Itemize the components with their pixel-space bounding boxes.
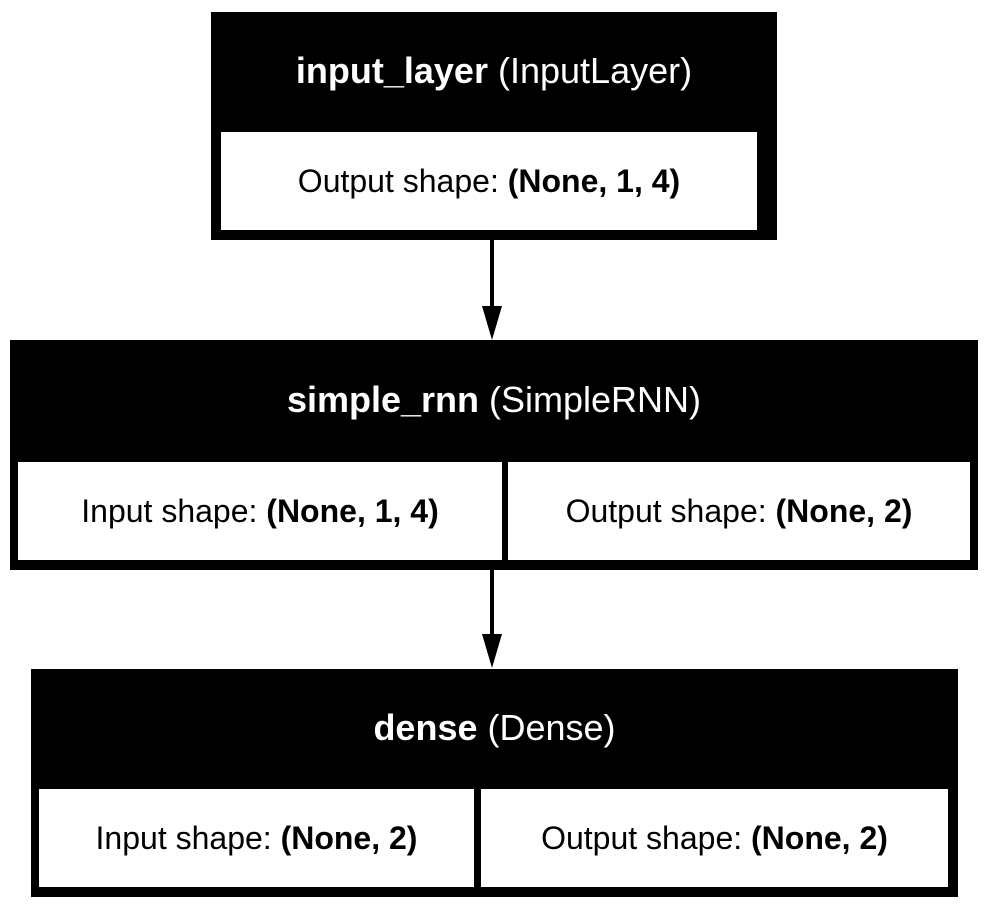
node-simple-rnn: simple_rnn (SimpleRNN) Input shape: (Non… (10, 340, 978, 570)
output-shape-cell: Output shape: (None, 2) (508, 462, 970, 560)
layer-name: input_layer (295, 50, 488, 91)
output-shape-label: Output shape: (565, 492, 767, 529)
input-shape-value: (None, 1, 4) (266, 492, 439, 529)
input-shape-label: Input shape: (81, 492, 258, 529)
output-shape-cell: Output shape: (None, 2) (481, 789, 948, 887)
output-shape-cell: Output shape: (None, 1, 4) (221, 132, 757, 230)
output-shape-label: Output shape: (541, 819, 743, 856)
input-shape-cell: Input shape: (None, 2) (39, 789, 474, 887)
edge-line (490, 240, 494, 310)
input-shape-cell: Input shape: (None, 1, 4) (18, 462, 502, 560)
layer-class: (Dense) (487, 707, 616, 748)
node-header: input_layer (InputLayer) (211, 12, 777, 130)
output-shape-value: (None, 1, 4) (507, 162, 681, 199)
node-header: simple_rnn (SimpleRNN) (10, 340, 978, 460)
arrow-head-icon (482, 634, 502, 668)
node-dense: dense (Dense) Input shape: (None, 2) Out… (31, 669, 958, 897)
node-header: dense (Dense) (31, 669, 958, 787)
layer-name: simple_rnn (286, 379, 480, 420)
node-input-layer: input_layer (InputLayer) Output shape: (… (211, 12, 777, 240)
output-shape-value: (None, 2) (751, 819, 888, 856)
output-shape-value: (None, 2) (775, 492, 913, 529)
edge-line (490, 570, 494, 638)
layer-class: (SimpleRNN) (489, 379, 702, 420)
input-shape-value: (None, 2) (280, 819, 418, 856)
layer-name: dense (373, 707, 478, 748)
output-shape-label: Output shape: (297, 162, 499, 199)
arrow-head-icon (482, 306, 502, 340)
layer-class: (InputLayer) (497, 50, 693, 91)
input-shape-label: Input shape: (95, 819, 272, 856)
